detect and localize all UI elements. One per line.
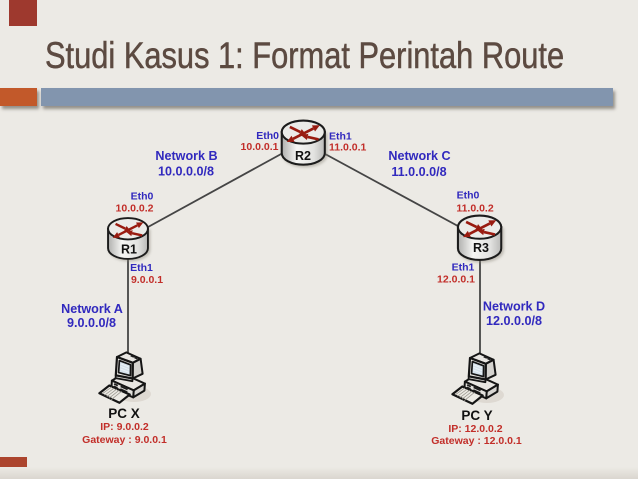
svg-text:Eth1: Eth1 <box>130 262 153 274</box>
svg-text:R2: R2 <box>295 149 311 163</box>
svg-text:Eth0: Eth0 <box>457 190 480 202</box>
svg-text:PC X: PC X <box>108 406 140 421</box>
svg-text:11.0.0.2: 11.0.0.2 <box>456 203 494 215</box>
svg-text:Network B: Network B <box>155 149 217 163</box>
svg-text:Eth1: Eth1 <box>452 262 475 274</box>
svg-text:IP: 9.0.0.2: IP: 9.0.0.2 <box>100 421 149 433</box>
svg-text:11.0.0.1: 11.0.0.1 <box>329 142 367 154</box>
svg-text:12.0.0.0/8: 12.0.0.0/8 <box>486 314 542 328</box>
svg-text:Eth0: Eth0 <box>131 191 154 203</box>
svg-text:Eth0: Eth0 <box>256 130 279 142</box>
svg-text:12.0.0.1: 12.0.0.1 <box>437 274 475 286</box>
svg-text:11.0.0.0/8: 11.0.0.0/8 <box>391 165 446 179</box>
svg-text:IP: 12.0.0.2: IP: 12.0.0.2 <box>448 423 502 435</box>
svg-text:Network D: Network D <box>483 300 545 314</box>
svg-text:Network C: Network C <box>388 149 450 163</box>
svg-text:Eth1: Eth1 <box>329 131 352 143</box>
svg-text:9.0.0.0/8: 9.0.0.0/8 <box>67 316 116 330</box>
svg-text:10.0.0.1: 10.0.0.1 <box>241 141 279 153</box>
svg-text:Gateway : 12.0.0.1: Gateway : 12.0.0.1 <box>431 435 522 447</box>
svg-text:10.0.0.0/8: 10.0.0.0/8 <box>158 165 214 179</box>
svg-text:Network A: Network A <box>61 302 123 316</box>
svg-text:Gateway : 9.0.0.1: Gateway : 9.0.0.1 <box>82 434 167 446</box>
svg-text:R3: R3 <box>473 241 489 255</box>
svg-text:10.0.0.2: 10.0.0.2 <box>116 203 154 215</box>
svg-text:9.0.0.1: 9.0.0.1 <box>131 274 163 286</box>
svg-text:PC Y: PC Y <box>461 408 492 423</box>
svg-text:R1: R1 <box>121 243 137 257</box>
